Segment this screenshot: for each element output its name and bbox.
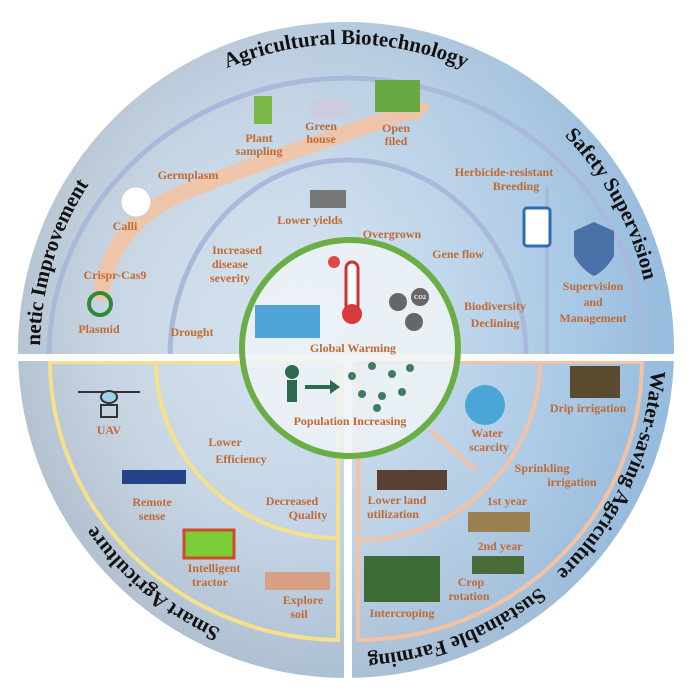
inner-blue-arc [167,157,529,357]
open-field-icon [375,80,420,112]
plant-icon [254,96,272,124]
satellite-icon [122,470,186,484]
checklist-icon [522,206,552,248]
land-icon [377,470,447,490]
lower-yields-label: Lower yields [277,213,343,227]
co2-icon [389,288,429,331]
uav-label: UAV [97,423,122,437]
vertical-divider [344,354,352,679]
intercropping-field-icon [364,556,440,602]
basket-icon [310,190,346,208]
second-year-label: 2nd year [478,539,524,553]
global-warming-label: Global Warming [310,341,396,355]
overgrown-label: Overgrown [363,227,422,241]
first-year-label: 1st year [487,494,528,508]
drip-field-icon [570,366,620,398]
tractor-icon [182,528,236,560]
calli-icon [120,186,152,218]
second-year-field-icon [472,556,524,574]
sustain-divider [428,428,477,472]
co2-label: CO2 [414,295,426,301]
smart-agriculture-frame [47,360,340,643]
earth-water-icon [465,385,505,425]
sun-icon [328,256,340,268]
plasmid-label: Plasmid [78,322,120,336]
person-body [287,380,297,402]
population-label: Population Increasing [294,414,407,428]
germplasm-label: Germplasm [158,168,219,182]
outer-blue-arc [46,75,648,357]
drip-irrigation-label: Drip irrigation [550,401,627,415]
person-icon [285,365,299,379]
soil-icon [265,572,330,590]
sea-icon [255,305,320,338]
first-year-field-icon [468,512,530,532]
drone-icon [78,390,140,418]
drought-label: Drought [170,325,213,339]
calli-label: Calli [113,219,138,233]
intercroping-label: Intercroping [370,606,435,620]
gene-flow-label: Gene flow [432,247,484,261]
plasmid-icon [87,291,113,317]
thermometer-bulb [342,304,362,324]
shield-lock-icon [574,222,614,276]
sustain-inner-arc [357,361,542,542]
crispr-label: Crispr-Cas9 [84,268,147,282]
smart-inner-arc [154,361,339,540]
greenhouse-icon [310,100,350,118]
sustainable-frame [356,360,645,643]
process-arrow [92,102,418,302]
arrow-head-icon [330,380,340,394]
crowd-icon [348,362,414,412]
